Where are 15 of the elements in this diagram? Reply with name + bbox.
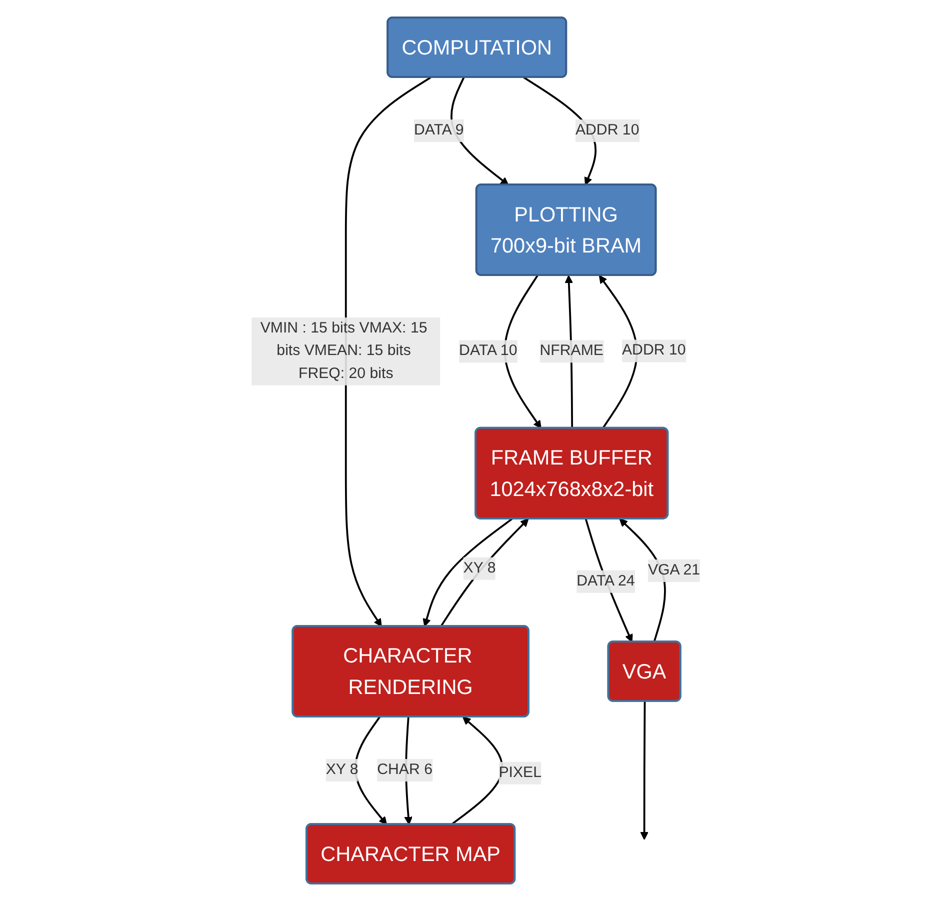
edge-label: ADDR 10 — [575, 122, 639, 138]
arrow — [640, 701, 648, 840]
edge-label: XY 8 — [326, 762, 358, 778]
edge-label: DATA 9 — [414, 122, 464, 138]
edge-label: ADDR 10 — [622, 342, 686, 358]
edge-label: XY 8 — [463, 560, 496, 576]
edge-label: PIXEL — [498, 764, 542, 781]
edge-label: DATA 10 — [458, 342, 517, 359]
edge-label: CHAR 6 — [376, 762, 432, 778]
arrow — [440, 518, 528, 627]
edge-label: DATA 24 — [576, 573, 634, 590]
edge-label: VMIN : 15 bits VMAX: 15 bits VMEAN: 15 bits FREQ: 20 bits — [260, 320, 427, 382]
arrow — [422, 518, 512, 627]
edge-label: VGA 21 — [648, 562, 700, 578]
edge-label: NFRAME — [539, 342, 604, 359]
